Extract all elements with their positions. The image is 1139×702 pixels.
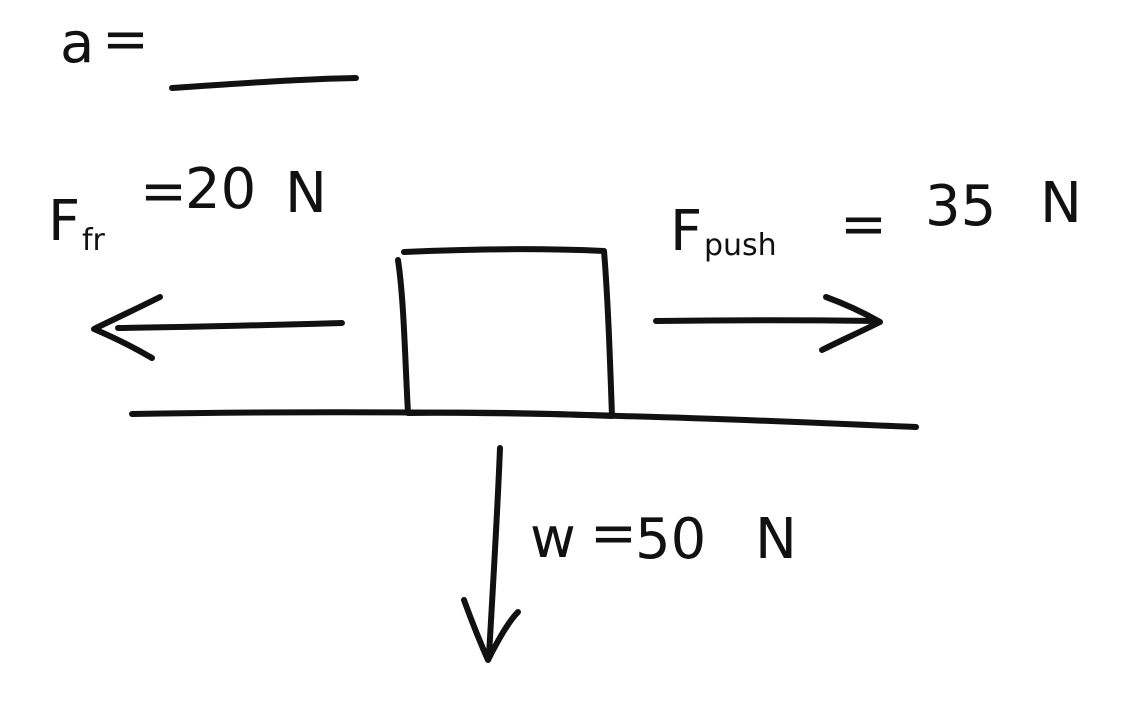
friction-force-label: F fr = 20 N xyxy=(48,157,327,258)
push-subscript: push xyxy=(704,228,777,263)
weight-unit: N xyxy=(755,507,797,572)
weight-force-label: w = 50 N xyxy=(530,501,797,572)
friction-arrow xyxy=(91,294,345,361)
push-symbol: F xyxy=(670,199,702,264)
answer-blank-line xyxy=(169,75,359,91)
weight-equals: = xyxy=(590,501,637,566)
push-unit: N xyxy=(1040,171,1082,236)
push-equals: = xyxy=(840,192,887,257)
friction-unit: N xyxy=(285,161,327,226)
acceleration-label: a = xyxy=(60,7,149,76)
friction-magnitude: 20 xyxy=(185,157,256,222)
block xyxy=(395,246,615,419)
acceleration-symbol: a xyxy=(60,11,94,76)
weight-symbol: w xyxy=(530,506,576,571)
ground-line xyxy=(129,409,919,430)
push-arrow xyxy=(653,294,883,353)
push-force-label: F push = 35 N xyxy=(670,171,1082,264)
friction-subscript: fr xyxy=(82,223,106,258)
acceleration-equals: = xyxy=(102,7,149,72)
friction-equals: = xyxy=(140,159,187,224)
friction-symbol: F xyxy=(48,189,80,254)
weight-arrow xyxy=(461,445,521,663)
weight-magnitude: 50 xyxy=(635,507,706,572)
push-magnitude: 35 xyxy=(925,174,996,239)
